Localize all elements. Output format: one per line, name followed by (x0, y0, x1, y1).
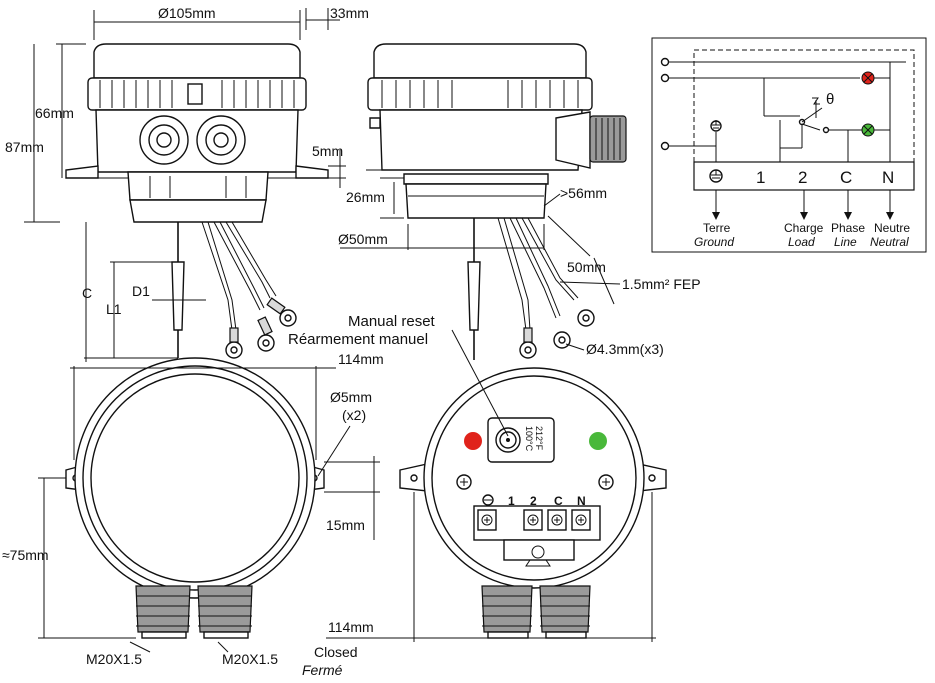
dim-diameter-105: Ø105mm (158, 5, 216, 21)
dim-26: 26mm (346, 189, 385, 205)
red-indicator-lamp (464, 432, 482, 450)
gland-right-label: M20X1.5 (222, 651, 278, 667)
dim-hole-4-3: Ø4.3mm(x3) (586, 341, 664, 357)
dim-diameter-5: Ø5mm (330, 389, 372, 405)
wire-spec: 1.5mm² FEP (622, 276, 701, 292)
face-terminal-n: N (577, 494, 586, 508)
face-terminal-1: 1 (508, 494, 515, 508)
manual-reset-label: Manual reset (348, 313, 436, 330)
green-indicator-lamp (589, 432, 607, 450)
temp-c: 100°C (524, 426, 534, 452)
wiring-terminal-2: 2 (798, 168, 807, 187)
temp-f: 212°F (534, 426, 544, 451)
caption-neutral: Neutral (870, 235, 909, 249)
face-terminal-2: 2 (530, 494, 537, 508)
caption-ground: Ground (694, 235, 734, 249)
caption-phase: Phase (831, 221, 865, 235)
dim-56: >56mm (560, 185, 607, 201)
caption-charge: Charge (784, 221, 824, 235)
dim-75: ≈75mm (2, 547, 49, 563)
dim-114-bottom: 114mm (328, 619, 374, 635)
wiring-terminal-n: N (882, 168, 894, 187)
wiring-terminal-1: 1 (756, 168, 765, 187)
open-face-view: 212°F 100°C 1 2 C N (326, 329, 667, 642)
dim-33: 33mm (330, 5, 369, 21)
caption-neutre: Neutre (874, 221, 910, 235)
wiring-terminal-c: C (840, 168, 852, 187)
dim-l1: L1 (106, 301, 122, 317)
caption-load: Load (788, 235, 815, 249)
ferme-label: Fermé (302, 662, 343, 678)
front-elevation-view: Ø105mm 33mm 66mm 87mm 5mm C L1 D1 (5, 5, 369, 362)
wiring-diagram: θ 1 2 C N Terre Ground Charge Load Phase… (651, 37, 927, 253)
rearmement-label: Réarmement manuel (288, 331, 428, 348)
face-terminal-c: C (554, 494, 563, 508)
dim-c: C (82, 285, 92, 301)
dim-114-top: 114mm (338, 351, 384, 367)
gland-left-label: M20X1.5 (86, 651, 142, 667)
theta-symbol: θ (826, 91, 834, 108)
top-view-lid: 114mm Ø5mm (x2) 15mm ≈75mm M20X1.5 M20X1… (2, 351, 384, 678)
caption-terre: Terre (703, 221, 731, 235)
dim-87: 87mm (5, 139, 44, 155)
dim-66: 66mm (35, 105, 74, 121)
dim-d1: D1 (132, 283, 150, 299)
dim-x2: (x2) (342, 407, 366, 423)
dim-5: 5mm (312, 143, 343, 159)
side-elevation-view: 26mm >56mm Ø50mm 50mm 1.5mm² FEP Ø4.3mm(… (288, 43, 701, 360)
closed-label: Closed (314, 644, 358, 660)
dim-diameter-50: Ø50mm (338, 231, 388, 247)
dim-15: 15mm (326, 517, 365, 533)
caption-line: Line (834, 235, 857, 249)
